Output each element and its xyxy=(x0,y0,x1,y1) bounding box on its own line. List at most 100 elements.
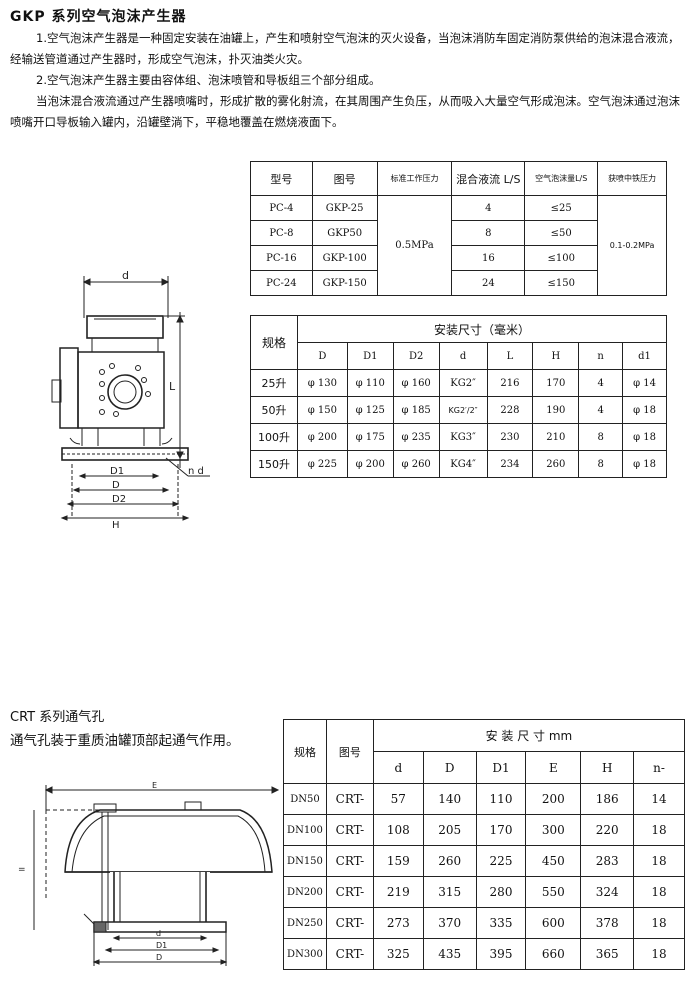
crt-D: 205 xyxy=(422,814,477,846)
spec-flow: 4 xyxy=(451,195,526,221)
install-d: KG2″ xyxy=(438,369,488,397)
install-col-d1: d1 xyxy=(622,342,667,370)
crt-D: 315 xyxy=(422,876,477,908)
install-col-n: n xyxy=(578,342,624,370)
crt-D1: 395 xyxy=(475,938,527,970)
spec-foam: ≤100 xyxy=(524,245,599,271)
table-row: 25升 φ 130 φ 110 φ 160 KG2″ 216 170 4 φ 1… xyxy=(250,369,667,397)
spec-model: PC-16 xyxy=(250,245,313,271)
install-column-header-row: D D1 D2 d L H n d1 xyxy=(251,342,667,370)
crt-col-n: n- xyxy=(633,751,685,784)
spec-header-flow: 混合液流 L/S xyxy=(451,161,526,196)
crt-D1: 170 xyxy=(475,814,527,846)
install-D: φ 150 xyxy=(296,396,348,424)
install-d: KG2′/2″ xyxy=(438,396,488,424)
install-D2: φ 160 xyxy=(392,369,440,397)
crt-drawing: CRT- xyxy=(325,814,374,846)
crt-n: 18 xyxy=(633,876,685,908)
crt-drawing: CRT- xyxy=(325,938,374,970)
install-group-header-row: 规格 安装尺寸（毫米） xyxy=(250,315,668,370)
crt-drawing: CRT- xyxy=(325,845,374,877)
crt-D: 140 xyxy=(422,783,477,815)
install-H: 210 xyxy=(532,423,580,451)
crt-H: 186 xyxy=(580,783,635,815)
install-n: 8 xyxy=(578,450,624,478)
gkp-technical-drawing: d L D1 D D2 H n d xyxy=(51,269,210,530)
install-D2: φ 235 xyxy=(392,423,440,451)
spec-foam: ≤25 xyxy=(524,195,599,221)
crt-label-D: D xyxy=(156,953,162,962)
gkp-paragraph-3: 当泡沫混合液流通过产生器喷嘴时，形成扩散的雾化射流，在其周围产生负压，从而吸入大… xyxy=(10,94,680,129)
spec-drawing: GKP-25 xyxy=(311,195,378,221)
crt-group-header: 安 装 尺 寸 mm xyxy=(372,719,686,752)
crt-H: 365 xyxy=(580,938,635,970)
crt-D: 260 xyxy=(422,845,477,877)
crt-label-d: d xyxy=(156,929,161,938)
spec-pressure: 0.5MPa xyxy=(376,195,453,296)
crt-d: 108 xyxy=(372,814,424,846)
install-d1: φ 18 xyxy=(622,450,667,478)
install-d: KG4″ xyxy=(438,450,488,478)
install-d1: φ 14 xyxy=(622,369,667,397)
label-nd: n d xyxy=(188,466,204,477)
install-L: 234 xyxy=(486,450,534,478)
table-row: DN200 CRT- 219 315 280 550 324 18 xyxy=(283,876,685,908)
install-d1: φ 18 xyxy=(622,423,667,451)
crt-label-E: E xyxy=(152,781,157,790)
crt-spec: DN250 xyxy=(283,907,327,939)
crt-spec: DN100 xyxy=(283,814,327,846)
crt-d: 57 xyxy=(372,783,424,815)
crt-D1: 335 xyxy=(475,907,527,939)
crt-spec: DN150 xyxy=(283,845,327,877)
spec-header-row: 型号 图号 标准工作压力 混合液流 L/S 空气泡沫量L/S 获喷中铁压力 xyxy=(250,161,667,196)
crt-n: 18 xyxy=(633,938,685,970)
spec-foam: ≤150 xyxy=(524,270,599,296)
install-n: 4 xyxy=(578,396,624,424)
crt-spec: DN50 xyxy=(283,783,327,815)
crt-spec-header: 规格 xyxy=(283,719,327,784)
crt-E: 550 xyxy=(525,876,582,908)
spec-foam: ≤50 xyxy=(524,220,599,246)
install-L: 216 xyxy=(486,369,534,397)
crt-col-d: d xyxy=(372,751,424,784)
spec-model: PC-24 xyxy=(250,270,313,296)
install-L: 228 xyxy=(486,396,534,424)
table-row: DN50 CRT- 57 140 110 200 186 14 xyxy=(283,783,685,815)
crt-col-E: E xyxy=(525,751,582,784)
gkp-install-table: 规格 安装尺寸（毫米） D D1 D2 d L H n d1 25升 φ 130… xyxy=(250,315,668,478)
install-col-H: H xyxy=(532,342,580,370)
crt-H: 324 xyxy=(580,876,635,908)
spec-inlet-pressure: 0.1-0.2MPa xyxy=(597,195,667,296)
label-H: H xyxy=(112,520,120,530)
crt-d: 219 xyxy=(372,876,424,908)
spec-header-foam: 空气泡沫量L/S xyxy=(524,161,599,196)
crt-n: 18 xyxy=(633,845,685,877)
crt-drawing: CRT- xyxy=(325,876,374,908)
crt-D: 435 xyxy=(422,938,477,970)
install-D1: φ 175 xyxy=(346,423,394,451)
crt-n: 14 xyxy=(633,783,685,815)
spec-flow: 8 xyxy=(451,220,526,246)
spec-drawing: GKP50 xyxy=(311,220,378,246)
install-group-header: 安装尺寸（毫米） xyxy=(296,315,668,343)
install-H: 260 xyxy=(532,450,580,478)
label-D: D xyxy=(112,480,120,491)
install-D1: φ 110 xyxy=(346,369,394,397)
label-d: d xyxy=(122,269,129,282)
install-H: 170 xyxy=(532,369,580,397)
crt-D: 370 xyxy=(422,907,477,939)
label-D1: D1 xyxy=(110,466,124,477)
crt-description: 通气孔装于重质油罐顶部起通气作用。 xyxy=(10,733,240,749)
crt-d: 159 xyxy=(372,845,424,877)
table-row: 50升 φ 150 φ 125 φ 185 KG2′/2″ 228 190 4 … xyxy=(250,396,667,424)
spec-flow: 16 xyxy=(451,245,526,271)
install-H: 190 xyxy=(532,396,580,424)
install-spec: 150升 xyxy=(250,450,298,478)
crt-H: 378 xyxy=(580,907,635,939)
spec-model: PC-4 xyxy=(250,195,313,221)
label-L: L xyxy=(169,380,176,393)
table-row: PC-4 GKP-25 0.5MPa 4 ≤25 0.1-0.2MPa xyxy=(250,195,667,296)
label-D2: D2 xyxy=(112,494,126,505)
spec-header-model: 型号 xyxy=(250,161,313,196)
install-d: KG3″ xyxy=(438,423,488,451)
